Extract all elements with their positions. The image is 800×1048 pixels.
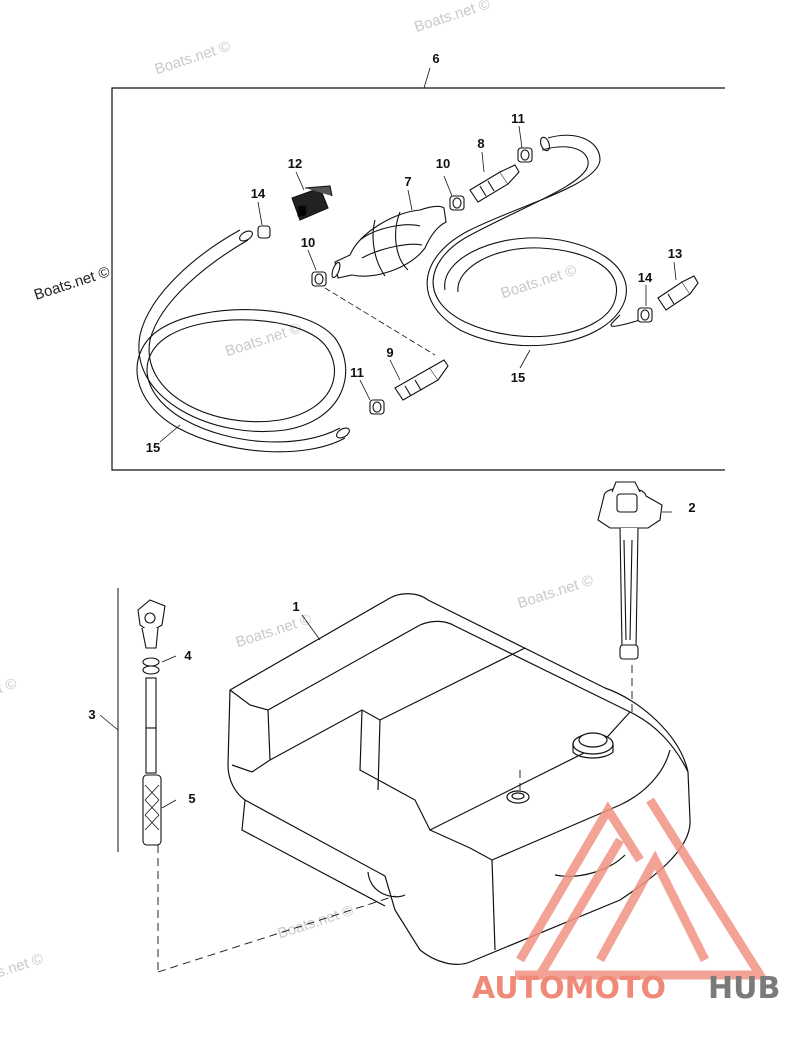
hose-kit-box — [111, 67, 725, 471]
callout-10-left: 10 — [301, 235, 315, 250]
watermark: Boats.net © — [0, 950, 45, 990]
callouts: 1 2 3 4 5 6 7 8 9 10 10 11 11 12 13 14 1… — [88, 51, 695, 806]
callout-8: 8 — [477, 136, 484, 151]
hose-clamp-14-left — [257, 225, 271, 239]
callout-12: 12 — [288, 156, 302, 171]
hose-clamp-11-top — [517, 147, 533, 163]
connector-9 — [394, 359, 449, 401]
watermark: Boats.net © — [412, 0, 492, 36]
callout-11-bottom: 11 — [350, 365, 364, 380]
callout-6: 6 — [432, 51, 439, 66]
hose-clamp-11-bottom — [369, 399, 385, 415]
callout-15-left: 15 — [146, 440, 160, 455]
fittings — [257, 147, 699, 415]
watermark: Boats.net © — [276, 902, 356, 942]
callout-13: 13 — [668, 246, 682, 261]
callout-1: 1 — [292, 599, 299, 614]
logo-text-hub: HUB — [708, 971, 780, 1006]
callout-2: 2 — [688, 500, 695, 515]
callout-10-right: 10 — [436, 156, 450, 171]
watermark: Boats.net © — [499, 262, 579, 302]
callout-15-right: 15 — [511, 370, 525, 385]
primer-bulb — [331, 205, 447, 279]
callout-5: 5 — [188, 791, 195, 806]
hose-coil-right — [426, 134, 641, 347]
hose-clamp-14-right — [637, 307, 653, 323]
callout-4: 4 — [184, 648, 192, 663]
watermark: Boats.net © — [0, 675, 19, 715]
watermark: Boats.net © — [515, 572, 595, 612]
leader-lines — [99, 125, 677, 809]
logo-triangle-icon — [515, 797, 769, 980]
dashed-leaders — [157, 665, 633, 973]
hose-coil-left — [136, 229, 350, 453]
connector-13 — [657, 275, 699, 311]
watermark: Boats.net © — [153, 38, 233, 78]
pickup-assembly — [117, 588, 166, 852]
callout-11-top: 11 — [511, 111, 525, 126]
callout-14-left: 14 — [251, 186, 266, 201]
logo-text-automoto: AUTOMOTO — [472, 971, 666, 1006]
hose-clamp-10-left — [311, 271, 327, 287]
callout-3: 3 — [88, 707, 95, 722]
fuel-gauge — [597, 481, 663, 660]
callout-14-right: 14 — [638, 270, 653, 285]
watermark: Boats.net © — [234, 611, 314, 651]
connector-8 — [469, 164, 520, 203]
callout-7: 7 — [404, 174, 411, 189]
watermark-left: Boats.net © — [32, 263, 112, 303]
automotohub-logo: AUTOMOTO HUB — [472, 797, 780, 1006]
callout-9: 9 — [386, 345, 393, 360]
connector-12 — [291, 185, 333, 221]
hose-clamp-10-right — [449, 195, 465, 211]
alignment-line — [324, 287, 436, 356]
